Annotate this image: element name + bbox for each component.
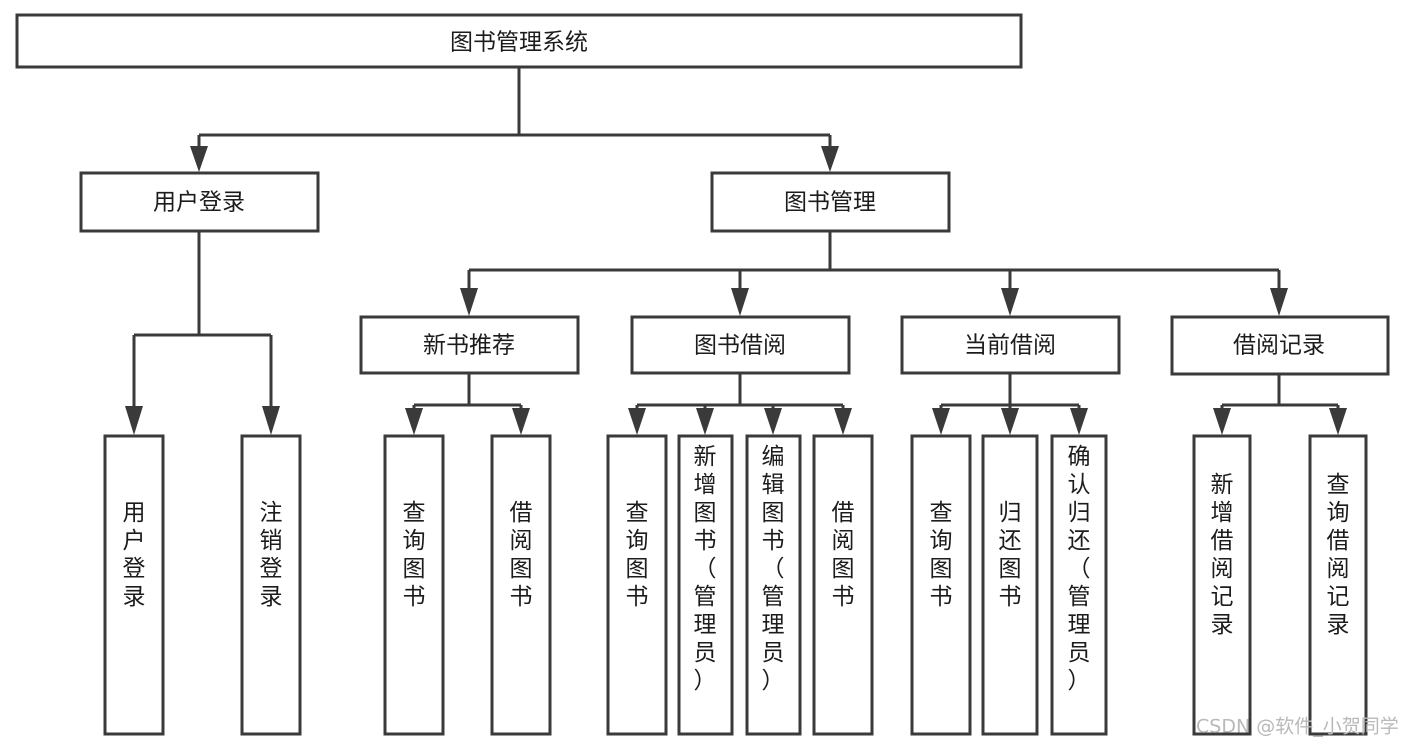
leaf-node-borrow-book-1-box[interactable] [490, 434, 552, 736]
leaf-node-user-login-label: 用户登录 [123, 500, 146, 610]
leaf-node-borrow-book-1-label: 借阅图书 [510, 500, 533, 610]
arrow-head-leaf-borrow-book-1 [512, 408, 530, 435]
leaf-node-edit-book-box[interactable] [745, 434, 802, 736]
leaf-node-edit-book-label: 编辑图书（管理员） [762, 444, 785, 694]
arrow-head-borrow-record [1270, 288, 1288, 316]
node-root-system-label: 图书管理系统 [450, 30, 588, 56]
leaf-node-query-record[interactable]: 查询借阅记录 [1308, 434, 1368, 736]
csdn-watermark: CSDN @软件_小贺同学 [1196, 716, 1399, 738]
leaf-node-query-book-2-box[interactable] [606, 434, 668, 736]
node-user-login-box[interactable] [79, 171, 320, 233]
node-new-book-recommend[interactable]: 新书推荐 [359, 315, 580, 375]
node-borrow-record-label: 借阅记录 [1233, 333, 1325, 359]
leaf-node-add-book[interactable]: 新增图书（管理员） [677, 434, 734, 736]
node-current-borrow-box[interactable] [900, 315, 1121, 375]
node-book-manage-box[interactable] [710, 171, 951, 233]
arrow-head-leaf-confirm-return [1070, 408, 1088, 435]
node-book-borrow-label: 图书借阅 [694, 333, 786, 359]
leaf-node-add-record-label: 新增借阅记录 [1211, 472, 1234, 638]
node-book-borrow[interactable]: 图书借阅 [630, 315, 851, 375]
arrow-head-leaf-query-book-1 [405, 408, 423, 435]
leaf-node-confirm-return-box[interactable] [1050, 434, 1108, 736]
leaf-node-confirm-return-label: 确认归还（管理员） [1068, 444, 1091, 694]
leaf-node-user-logout-label: 注销登录 [260, 500, 283, 610]
node-new-book-recommend-label: 新书推荐 [423, 333, 515, 359]
leaf-node-borrow-book-2-box[interactable] [812, 434, 874, 736]
node-borrow-record[interactable]: 借阅记录 [1170, 315, 1390, 376]
leaf-node-add-record-box[interactable] [1192, 434, 1252, 736]
arrow-head-leaf-borrow-book-2 [834, 408, 852, 435]
leaf-node-user-logout-box[interactable] [240, 434, 302, 736]
arrow-head-leaf-edit-book [764, 408, 782, 435]
leaf-node-query-book-2[interactable]: 查询图书 [606, 434, 668, 736]
leaf-node-add-record[interactable]: 新增借阅记录 [1192, 434, 1252, 736]
node-book-borrow-box[interactable] [630, 315, 851, 375]
leaf-node-query-book-2-label: 查询图书 [626, 500, 649, 610]
arrow-head-current-borrow [1001, 288, 1019, 316]
leaf-node-edit-book[interactable]: 编辑图书（管理员） [745, 434, 802, 736]
leaf-node-add-book-label: 新增图书（管理员） [694, 444, 717, 694]
leaf-node-return-book[interactable]: 归还图书 [981, 434, 1039, 736]
arrow-head-leaf-user-logout [262, 406, 280, 435]
leaf-node-query-record-box[interactable] [1308, 434, 1368, 736]
node-user-login[interactable]: 用户登录 [79, 171, 320, 233]
node-borrow-record-box[interactable] [1170, 315, 1390, 376]
arrow-head-new-book-recommend [460, 288, 478, 316]
leaf-node-return-book-label: 归还图书 [999, 500, 1022, 610]
leaf-node-return-book-box[interactable] [981, 434, 1039, 736]
arrow-head-leaf-add-record [1213, 408, 1231, 435]
leaf-node-user-login-box[interactable] [103, 434, 165, 736]
node-current-borrow[interactable]: 当前借阅 [900, 315, 1121, 375]
leaf-node-user-login[interactable]: 用户登录 [103, 434, 165, 736]
arrow-head-leaf-add-book [696, 408, 714, 435]
node-book-manage[interactable]: 图书管理 [710, 171, 951, 233]
node-user-login-label: 用户登录 [153, 190, 245, 216]
arrow-head-leaf-return-book [1001, 408, 1019, 435]
leaf-node-query-record-label: 查询借阅记录 [1327, 472, 1350, 638]
leaf-node-query-book-1[interactable]: 查询图书 [383, 434, 445, 736]
node-current-borrow-label: 当前借阅 [964, 333, 1056, 359]
leaf-node-query-book-1-box[interactable] [383, 434, 445, 736]
leaf-node-borrow-book-2[interactable]: 借阅图书 [812, 434, 874, 736]
arrow-head-leaf-query-book-3 [932, 408, 950, 435]
arrow-head-leaf-query-book-2 [628, 408, 646, 435]
leaf-node-query-book-1-label: 查询图书 [403, 500, 426, 610]
connector-layer [125, 67, 1347, 435]
arrow-head-leaf-query-record [1329, 408, 1347, 435]
leaf-node-add-book-box[interactable] [677, 434, 734, 736]
leaf-node-query-book-3-label: 查询图书 [930, 500, 953, 610]
node-new-book-recommend-box[interactable] [359, 315, 580, 375]
leaf-node-user-logout[interactable]: 注销登录 [240, 434, 302, 736]
arrow-head-book-manage [821, 146, 839, 172]
leaf-node-query-book-3-box[interactable] [910, 434, 972, 736]
leaf-node-borrow-book-2-label: 借阅图书 [832, 500, 855, 610]
arrow-head-leaf-user-login [125, 406, 143, 435]
leaf-node-borrow-book-1[interactable]: 借阅图书 [490, 434, 552, 736]
arrow-head-user-login [190, 146, 208, 172]
arrow-head-book-borrow [731, 288, 749, 316]
node-root-system[interactable]: 图书管理系统 [15, 13, 1023, 69]
node-book-manage-label: 图书管理 [784, 190, 876, 216]
node-root-system-box[interactable] [15, 13, 1023, 69]
leaf-node-confirm-return[interactable]: 确认归还（管理员） [1050, 434, 1108, 736]
leaf-node-query-book-3[interactable]: 查询图书 [910, 434, 972, 736]
